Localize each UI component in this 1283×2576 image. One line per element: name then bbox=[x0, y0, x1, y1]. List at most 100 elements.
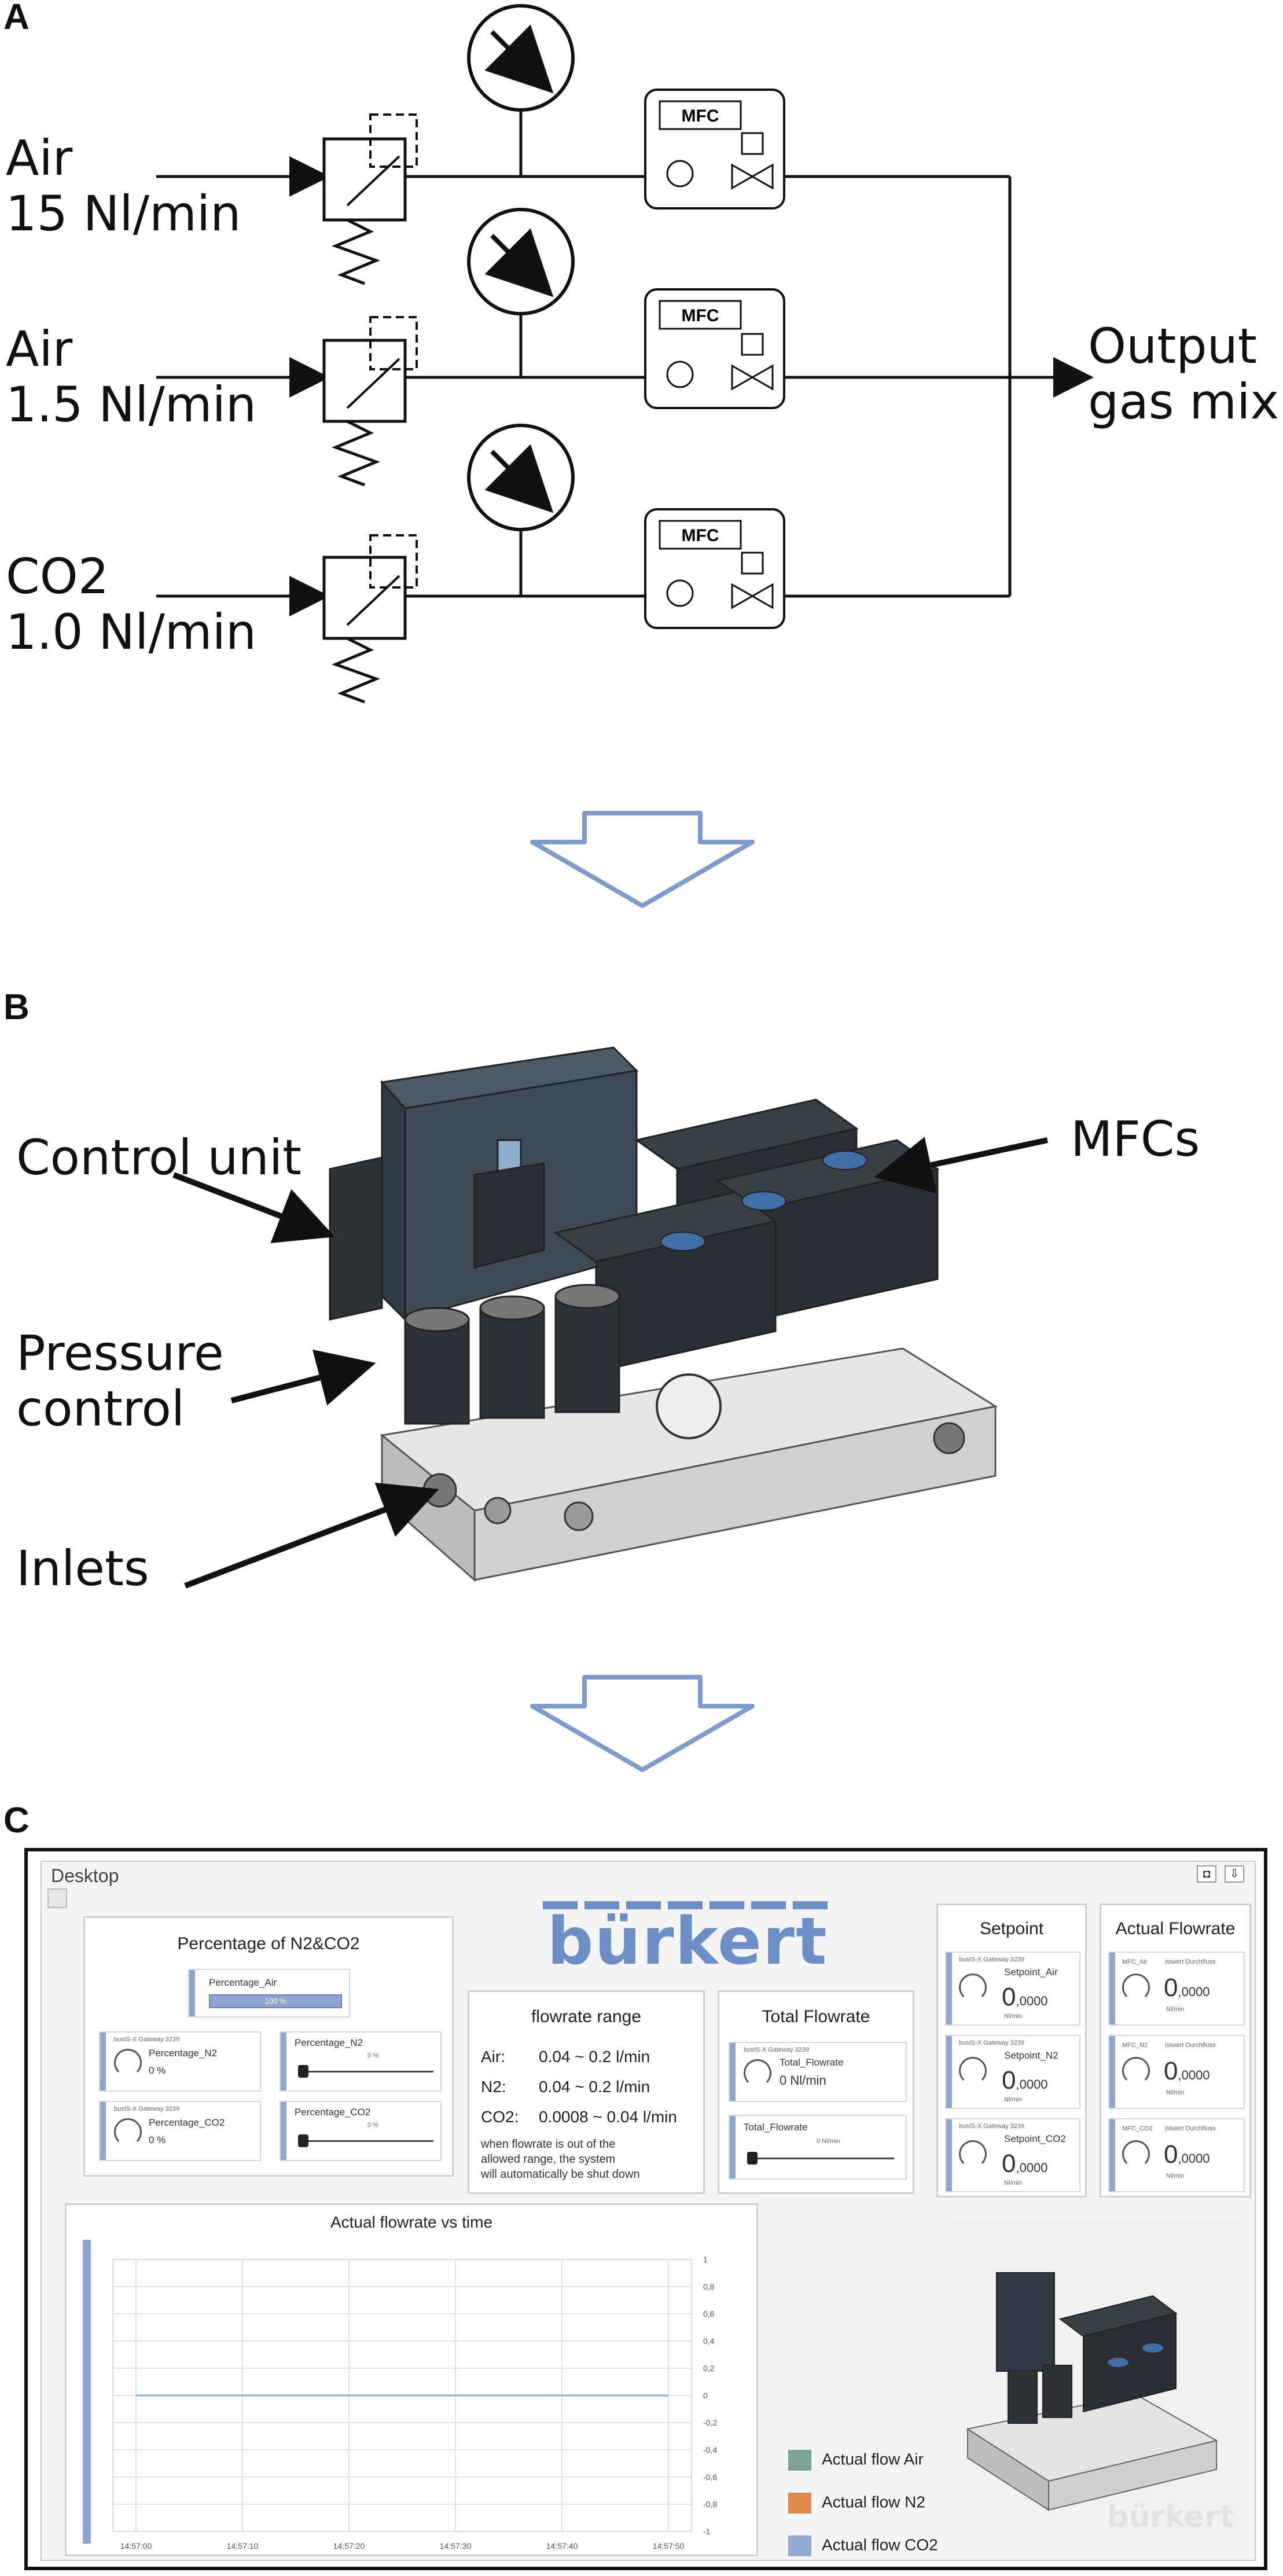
percentage-title: Percentage of N2&CO2 bbox=[177, 1934, 360, 1953]
actual-flowrate-tile: MFC_Air Istwert Durchfluss 0,0000 Nl/min bbox=[1108, 1952, 1245, 2026]
x-tick-label: 14:57:10 bbox=[227, 2541, 259, 2551]
y-tick-label: -0,6 bbox=[703, 2472, 717, 2482]
range-gas: N2: bbox=[481, 2078, 506, 2096]
slider-label: Percentage_N2 bbox=[295, 2037, 363, 2048]
x-tick-label: 14:57:20 bbox=[333, 2541, 365, 2551]
x-tick-label: 14:57:00 bbox=[120, 2541, 152, 2551]
value-int: 0 bbox=[1002, 2066, 1016, 2094]
tile-name: Setpoint_N2 bbox=[1004, 2050, 1058, 2061]
pressure-gauge-icon bbox=[467, 424, 575, 531]
value-dec: ,0000 bbox=[1016, 1994, 1048, 2008]
value-dec: ,0000 bbox=[1178, 1985, 1210, 1999]
note-line: will automatically be shut down bbox=[481, 2168, 640, 2181]
range-value: 0.0008 ~ 0.04 l/min bbox=[539, 2108, 677, 2126]
y-tick-label: -0,8 bbox=[703, 2500, 717, 2509]
y-tick-label: 0,6 bbox=[703, 2309, 715, 2318]
slider-handle[interactable] bbox=[298, 2065, 308, 2078]
setpoint-tile: busIS-X Gateway 3239 Setpoint_N2 0,0000 … bbox=[945, 2035, 1080, 2109]
output-line-2: gas mix bbox=[1088, 373, 1280, 430]
x-tick-label: 14:57:30 bbox=[440, 2541, 472, 2551]
logo-stripe bbox=[543, 1901, 832, 1909]
hmi-window: Desktop ◘ ⇩ Percentage of N2&CO2 Percent… bbox=[41, 1861, 1256, 2561]
value-dec: ,0000 bbox=[1178, 2068, 1210, 2082]
percentage-air-tile: Percentage_Air 100 % bbox=[188, 1969, 350, 2018]
control-unit bbox=[329, 1046, 639, 1322]
schematic-lines bbox=[156, 110, 1094, 616]
tile-value: 0,0000 bbox=[1002, 2149, 1048, 2178]
grid-icon[interactable] bbox=[47, 1888, 67, 1908]
note-line: allowed range, the system bbox=[481, 2153, 616, 2166]
pressure-regulator-2 bbox=[322, 316, 418, 487]
total-flowrate-slider-tile: Total_Flowrate 0 Nl/min bbox=[729, 2115, 907, 2180]
tile-header: busIS-X Gateway 3239 bbox=[959, 1956, 1025, 1963]
value-int: 0 bbox=[1002, 1983, 1016, 2011]
chart-accent-bar bbox=[83, 2240, 91, 2544]
camera-icon[interactable]: ◘ bbox=[1197, 1865, 1216, 1883]
gauge-icon bbox=[1122, 1974, 1150, 2001]
pneumatic-schematic: MFC MFC MFC bbox=[156, 4, 1094, 704]
tile-accent bbox=[281, 2033, 286, 2090]
slider-handle[interactable] bbox=[298, 2134, 308, 2147]
value-int: 0 bbox=[1164, 2140, 1178, 2169]
percentage-co2-slider[interactable] bbox=[300, 2140, 433, 2142]
tile-accent bbox=[946, 2119, 952, 2191]
gauge-icon bbox=[1122, 2140, 1150, 2168]
total-flowrate-name: Total_Flowrate bbox=[780, 2057, 844, 2068]
range-row-n2: N2: 0.04 ~ 0.2 l/min bbox=[481, 2078, 650, 2096]
range-note: when flowrate is out of the allowed rang… bbox=[481, 2137, 640, 2182]
range-row-co2: CO2:0.0008 ~ 0.04 l/min bbox=[481, 2108, 677, 2126]
tile-unit: Nl/min bbox=[1166, 2006, 1185, 2013]
tile-accent bbox=[189, 1970, 195, 2016]
gauge-icon bbox=[959, 1974, 987, 2001]
mfc-block-3: MFC bbox=[644, 508, 785, 629]
tile-header: MFC_Air bbox=[1122, 1958, 1148, 1965]
label-pressure-line-1: Pressure bbox=[16, 1325, 224, 1381]
tile-header: MFC_CO2 bbox=[1122, 2125, 1153, 2132]
tile-name: Istwert Durchfluss bbox=[1165, 2042, 1216, 2049]
pressure-regulators bbox=[404, 1284, 722, 1439]
legend-label: Actual flow CO2 bbox=[822, 2535, 938, 2554]
watermark-logo: bürkert bbox=[1107, 2500, 1234, 2534]
tile-accent bbox=[281, 2102, 286, 2160]
input-gas-1: Air 15 Nl/min bbox=[6, 130, 241, 241]
download-icon[interactable]: ⇩ bbox=[1225, 1865, 1244, 1883]
gas-name: Air bbox=[6, 130, 73, 186]
tile-header: busIS-X Gateway 3239 bbox=[744, 2046, 810, 2053]
flowrate-range-title: flowrate range bbox=[531, 2007, 642, 2026]
x-tick-label: 14:57:50 bbox=[653, 2541, 685, 2551]
range-value: 0.04 ~ 0.2 l/min bbox=[539, 2078, 650, 2096]
tile-accent bbox=[100, 2102, 106, 2160]
brand-text: bürkert bbox=[547, 1904, 828, 1979]
flowrate-range-box: flowrate range Air:0.04 ~ 0.2 l/min N2:0… bbox=[468, 1990, 705, 2194]
percentage-air-value: 100 % bbox=[264, 1997, 286, 2005]
total-flowrate-slider[interactable] bbox=[749, 2158, 894, 2159]
gas-flow: 1.0 Nl/min bbox=[6, 604, 257, 660]
pressure-gauge-icon bbox=[467, 4, 575, 112]
tile-accent bbox=[946, 1953, 952, 2024]
percentage-n2-slider-tile: Percentage_N2 0 % bbox=[280, 2031, 442, 2092]
gas-flow: 15 Nl/min bbox=[6, 185, 241, 242]
legend-item-air: Actual flow Air bbox=[788, 2450, 924, 2471]
tile-name: Istwert Durchfluss bbox=[1165, 2125, 1216, 2132]
percentage-n2-readout: busIS-X Gateway 3239 Percentage_N2 0 % bbox=[99, 2031, 261, 2092]
pointer-arrows bbox=[172, 1137, 1049, 1589]
gauge-icon bbox=[114, 2049, 142, 2077]
tile-accent bbox=[1109, 2036, 1115, 2108]
legend-item-n2: Actual flow N2 bbox=[788, 2493, 925, 2513]
range-value: 0.04 ~ 0.2 l/min bbox=[539, 2048, 650, 2066]
percentage-co2-slider-tile: Percentage_CO2 0 % bbox=[280, 2101, 442, 2161]
percentage-n2-slider[interactable] bbox=[300, 2071, 433, 2072]
legend-swatch bbox=[788, 2535, 811, 2556]
value-int: 0 bbox=[1164, 1974, 1178, 2002]
gauge-icon bbox=[114, 2118, 142, 2146]
value-int: 0 bbox=[1002, 2149, 1016, 2178]
slider-handle[interactable] bbox=[747, 2152, 758, 2165]
output-label: Output gas mix bbox=[1088, 318, 1279, 429]
percentage-co2-name: Percentage_CO2 bbox=[149, 2117, 225, 2128]
tile-accent bbox=[1109, 1953, 1115, 2024]
gas-name: Air bbox=[6, 321, 73, 377]
output-line-1: Output bbox=[1088, 318, 1257, 374]
legend-swatch bbox=[788, 2493, 811, 2513]
gauge-icon bbox=[959, 2140, 987, 2168]
svg-text:MFC: MFC bbox=[682, 306, 719, 325]
